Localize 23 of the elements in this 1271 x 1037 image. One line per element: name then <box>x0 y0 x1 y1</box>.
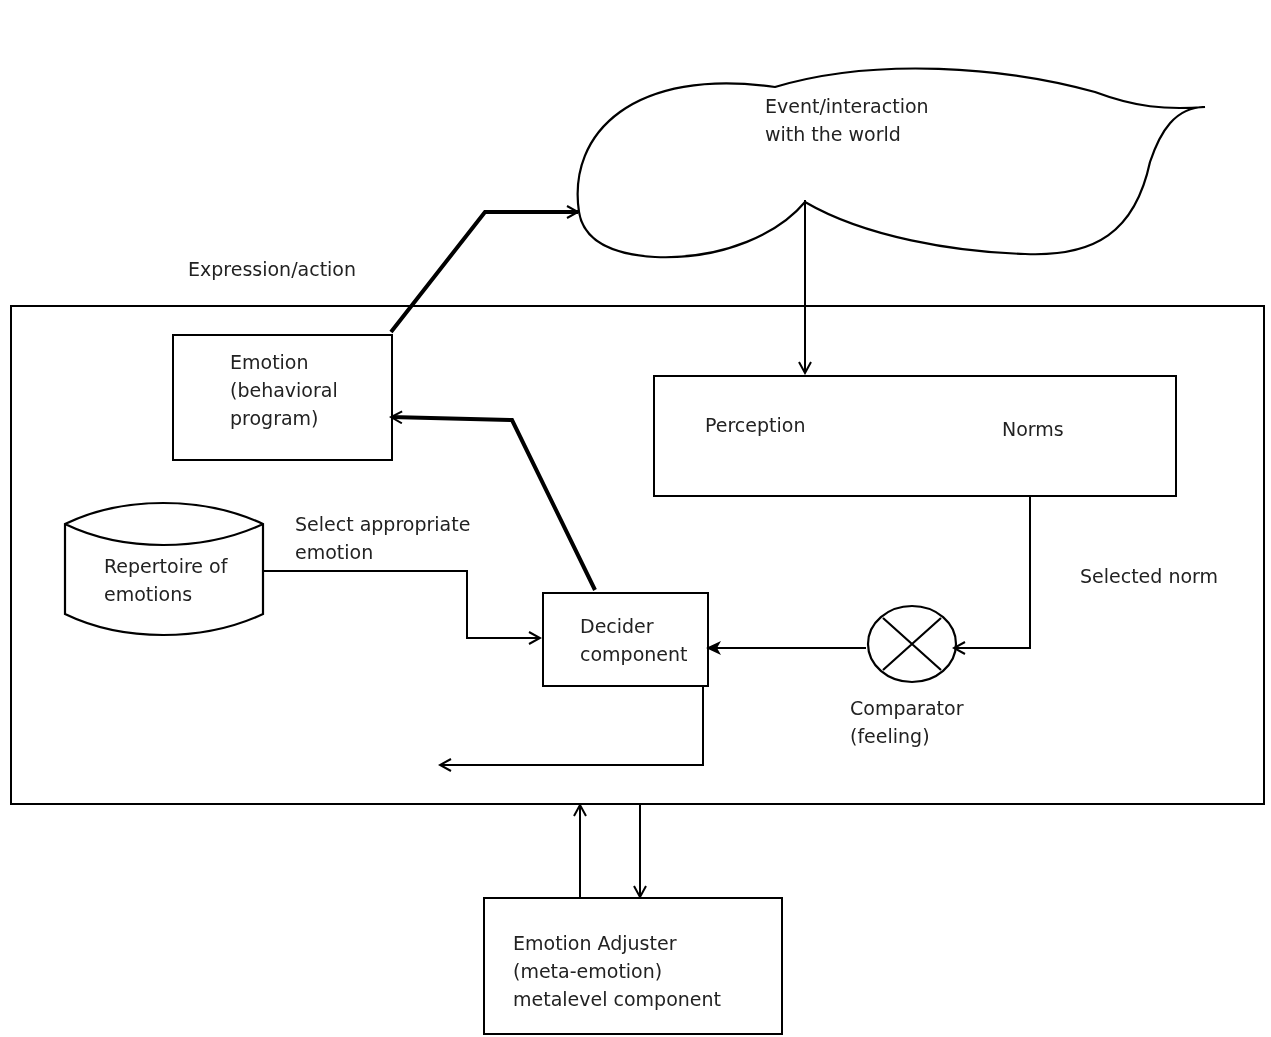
process-box <box>924 375 1177 497</box>
arrow <box>389 205 579 334</box>
node-label: Comparator (feeling) <box>850 696 965 749</box>
process-box <box>483 897 783 1035</box>
storage-cylinder <box>63 502 266 639</box>
node-label: Perception <box>705 413 807 438</box>
arrow <box>953 494 1031 655</box>
node-label: Emotion Adjuster (meta-emotion) metalevel component <box>513 931 722 1012</box>
arrow <box>439 684 704 772</box>
process-box <box>653 375 926 497</box>
node-label: Decider component <box>580 614 689 667</box>
node-label: Repertoire of emotions <box>104 554 229 607</box>
node-label: Event/interaction with the world <box>765 94 930 147</box>
arrow <box>262 570 541 645</box>
node-label: Emotion (behavioral program) <box>230 350 339 431</box>
arrow <box>573 804 587 898</box>
process-box <box>172 334 393 461</box>
arrow <box>633 804 647 898</box>
node-label: Norms <box>1002 417 1065 442</box>
arrow <box>706 641 867 655</box>
arrow <box>390 410 597 591</box>
process-box <box>542 592 709 687</box>
system-frame <box>10 305 1265 805</box>
